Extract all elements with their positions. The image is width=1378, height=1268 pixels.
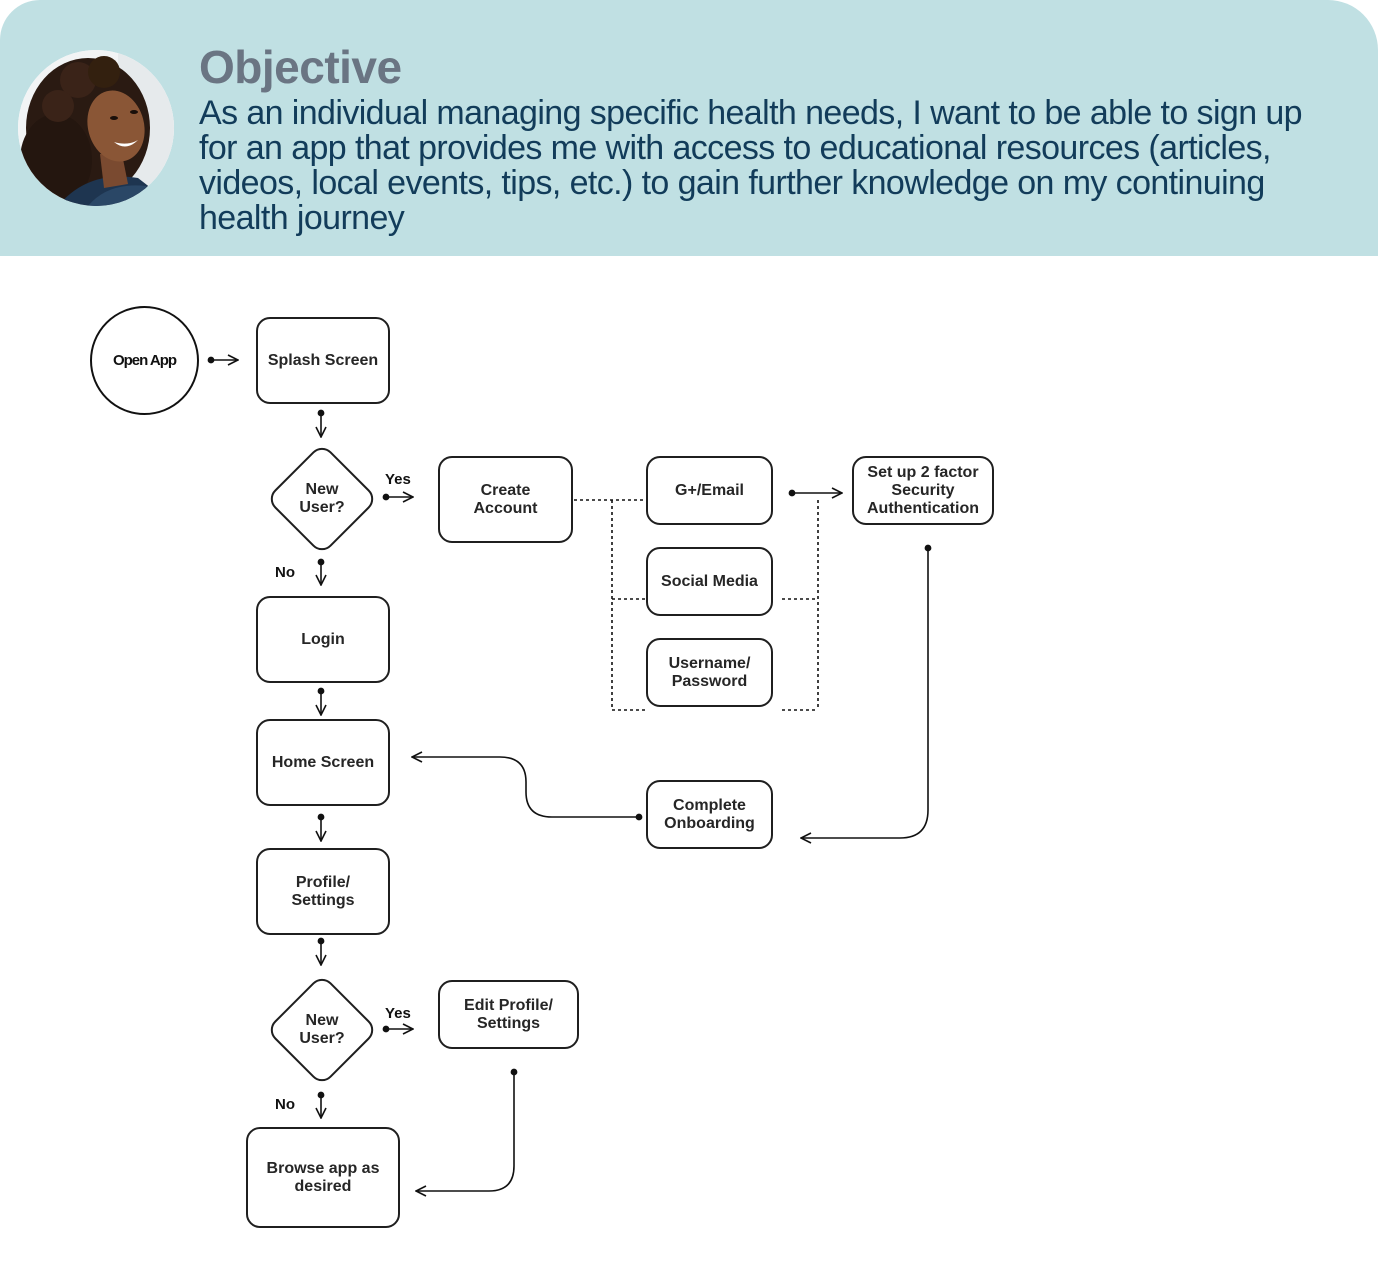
label-no-1: No (275, 564, 295, 581)
node-username-password: Username/ Password (646, 638, 773, 707)
arrow-decision-to-browse (318, 1091, 323, 1118)
arrow-splash-to-decision (318, 409, 323, 437)
decision-new-user-label: New User? (299, 481, 345, 516)
arrow-email-to-2fa (788, 490, 842, 495)
arrow-home-to-profile (318, 813, 323, 841)
node-google-email: G+/Email (646, 456, 773, 525)
arrow-edit-to-browse (416, 1068, 518, 1191)
node-edit-profile: Edit Profile/ Settings (438, 980, 579, 1049)
label-no-2: No (275, 1096, 295, 1113)
arrow-decision-to-create (382, 494, 413, 499)
objective-title: Objective (199, 41, 402, 93)
signup-options-bracket (574, 499, 819, 711)
node-social-media: Social Media (646, 547, 773, 616)
node-splash-screen: Splash Screen (256, 317, 390, 404)
node-profile-settings: Profile/ Settings (256, 848, 390, 935)
node-browse-app: Browse app as desired (246, 1127, 400, 1228)
arrow-decision-to-login (318, 558, 323, 585)
node-complete-onboarding: Complete Onboarding (646, 780, 773, 849)
start-open-app: Open App (90, 306, 199, 415)
label-yes-1: Yes (385, 471, 411, 488)
arrow-login-to-home (318, 687, 323, 715)
decision-diamond-new-user-2 (270, 978, 374, 1082)
label-yes-2: Yes (385, 1005, 411, 1022)
arrow-onboarding-to-home (412, 757, 643, 821)
objective-banner: Objective As an individual managing spec… (0, 0, 1378, 256)
node-two-factor-setup: Set up 2 factor Security Authentication (852, 456, 994, 525)
arrow-decision-to-edit (382, 1026, 413, 1031)
arrow-open-to-splash (207, 357, 238, 362)
objective-statement: As an individual managing specific healt… (199, 94, 1303, 237)
arrow-2fa-to-onboarding (801, 544, 932, 838)
decision-diamond-new-user (270, 447, 374, 551)
node-create-account: Create Account (438, 456, 573, 543)
node-home-screen: Home Screen (256, 719, 390, 806)
decision-new-user-2-label: New User? (299, 1012, 345, 1047)
arrow-profile-to-decision (318, 937, 323, 965)
node-login: Login (256, 596, 390, 683)
